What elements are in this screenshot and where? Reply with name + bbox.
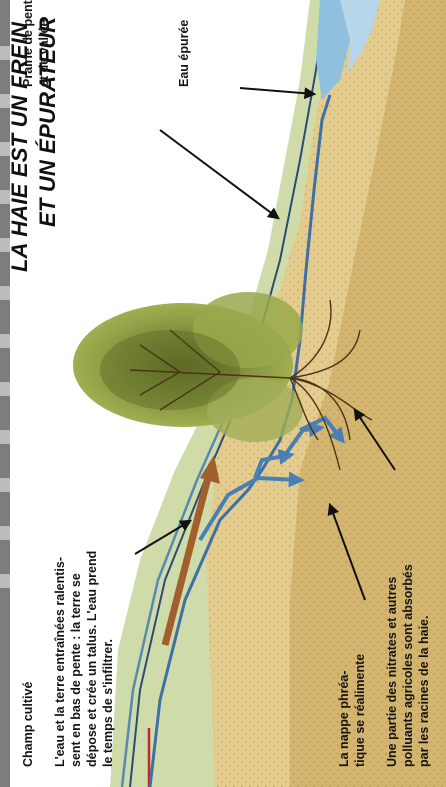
label-prairie-1: Prairie de pente (20, 0, 36, 87)
label-eau-terre-1: L'eau et la terre entraînées ralentis- (52, 557, 68, 767)
label-nitrates-1: Une partie des nitrates et autres (384, 577, 400, 767)
label-prairie-2: et de vallée (36, 20, 52, 87)
label-nitrates-3: par les racines de la haie. (416, 616, 432, 767)
label-eau-terre-2: sent en bas de pente : la terre se (68, 573, 84, 767)
label-nitrates-2: polluants agricoles sont absorbés (400, 564, 416, 767)
label-eau-epuree: Eau épurée (176, 20, 192, 87)
label-eau-terre-4: le temps de s'infiltrer. (100, 639, 116, 767)
label-champ: Champ cultivé (20, 682, 36, 767)
label-nappe-1: La nappe phréa- (336, 670, 352, 767)
label-nappe-2: tique se réalimente (352, 654, 368, 767)
label-eau-terre-3: dépose et crée un talus. L'eau prend (84, 551, 100, 767)
